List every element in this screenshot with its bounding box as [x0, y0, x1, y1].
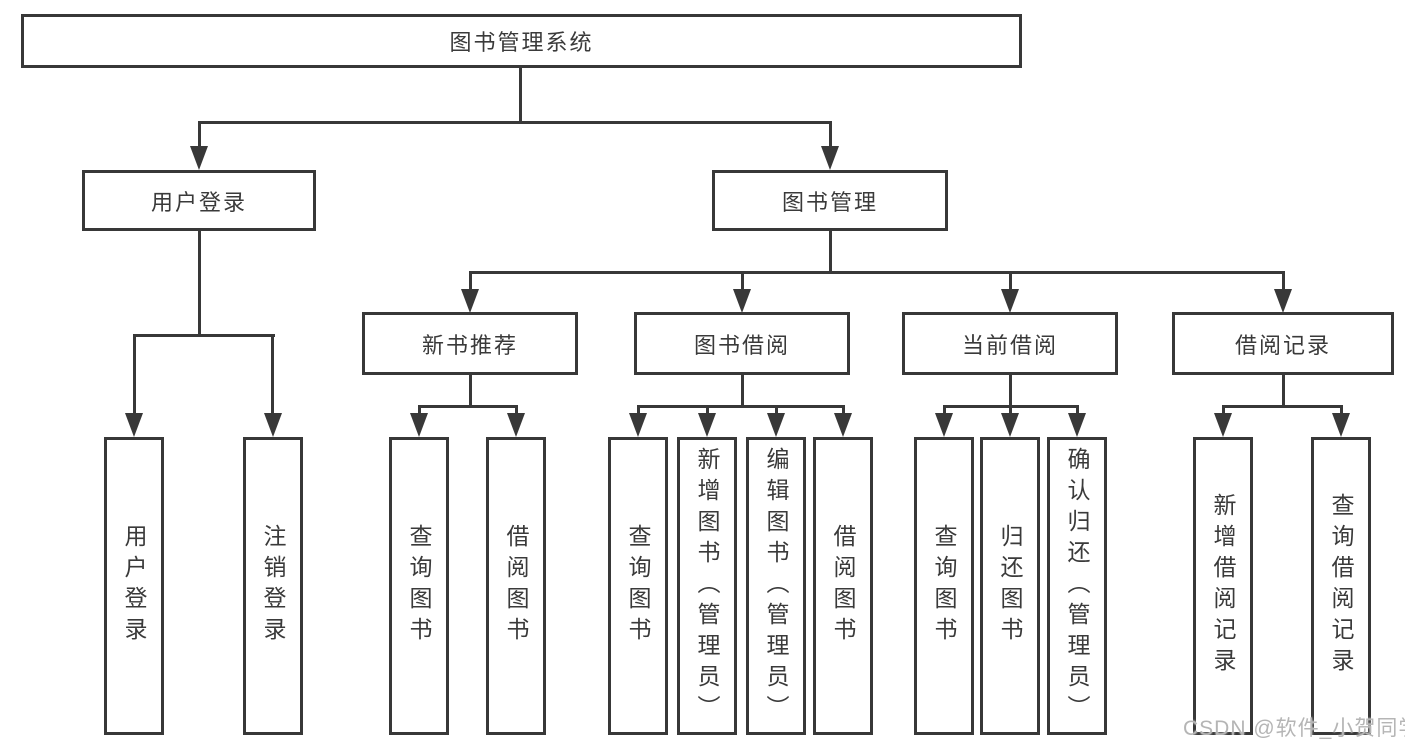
node-book-management: 图书管理 [712, 170, 948, 231]
leaf-label: 借阅图书 [503, 524, 529, 648]
node-new-book-recommendation: 新书推荐 [362, 312, 578, 375]
node-label: 借阅记录 [1234, 332, 1331, 358]
leaf-query-borrow-record: 查询借阅记录 [1311, 437, 1371, 735]
arrowhead-down-icon [507, 413, 525, 437]
leaf-label: 注销登录 [260, 524, 286, 648]
leaf-label: 新增图书（管理员） [694, 446, 720, 726]
node-borrowing-records: 借阅记录 [1172, 312, 1394, 375]
leaf-label: 归还图书 [997, 524, 1023, 648]
arrowhead-down-icon [461, 289, 479, 313]
node-label: 用户登录 [150, 189, 247, 215]
connector-leaf-drop [515, 405, 518, 417]
leaf-add-borrow-record: 新增借阅记录 [1193, 437, 1253, 735]
node-current-borrowing: 当前借阅 [902, 312, 1118, 375]
connector-leaf-drop [1222, 405, 1225, 417]
leaf-borrow-books: 借阅图书 [486, 437, 546, 735]
node-label: 图书借阅 [693, 332, 790, 358]
node-label: 图书管理 [781, 189, 878, 215]
connector-leaf-drop [637, 405, 640, 417]
arrowhead-down-icon [834, 413, 852, 437]
leaf-query-books: 查询图书 [389, 437, 449, 735]
connector-bookmgmt-stem [829, 229, 832, 274]
leaf-logout: 注销登录 [243, 437, 303, 735]
connector-leaf-drop [1340, 405, 1343, 417]
connector-leaf-drop [706, 405, 709, 417]
arrowhead-down-icon [264, 413, 282, 437]
node-library-management-system: 图书管理系统 [21, 14, 1022, 68]
connector-group-hline [637, 405, 845, 408]
leaf-label: 用户登录 [121, 524, 147, 648]
arrowhead-down-icon [821, 146, 839, 170]
connector-leaf-drop [775, 405, 778, 417]
connector-level3-hline [469, 271, 1285, 274]
arrowhead-down-icon [1332, 413, 1350, 437]
leaf-query-books: 查询图书 [608, 437, 668, 735]
connector-level3-drop [1282, 271, 1285, 291]
leaf-query-books: 查询图书 [914, 437, 974, 735]
arrowhead-down-icon [190, 146, 208, 170]
connector-userlogin-hline [133, 334, 275, 337]
leaf-return-books: 归还图书 [980, 437, 1040, 735]
arrowhead-down-icon [733, 289, 751, 313]
leaf-user-login: 用户登录 [104, 437, 164, 735]
leaf-edit-books-admin: 编辑图书（管理员） [746, 437, 806, 735]
node-label: 新书推荐 [421, 332, 518, 358]
connector-leaf-drop [1076, 405, 1079, 417]
arrowhead-down-icon [935, 413, 953, 437]
arrowhead-down-icon [410, 413, 428, 437]
arrowhead-down-icon [125, 413, 143, 437]
connector-leaf-drop [418, 405, 421, 417]
connector-group-hline [418, 405, 518, 408]
connector-level3-drop [1009, 271, 1012, 291]
leaf-label: 新增借阅记录 [1210, 493, 1236, 679]
arrowhead-down-icon [1274, 289, 1292, 313]
arrowhead-down-icon [1214, 413, 1232, 437]
arrowhead-down-icon [1001, 289, 1019, 313]
leaf-label: 查询图书 [406, 524, 432, 648]
leaf-label: 借阅图书 [830, 524, 856, 648]
connector-group-hline [1222, 405, 1343, 408]
connector-group-stem [1282, 373, 1285, 408]
connector-level2-hline [198, 121, 832, 124]
connector-level3-drop [741, 271, 744, 291]
arrowhead-down-icon [698, 413, 716, 437]
leaf-label: 查询图书 [625, 524, 651, 648]
connector-leaf-drop [133, 334, 136, 416]
arrowhead-down-icon [629, 413, 647, 437]
arrowhead-down-icon [1001, 413, 1019, 437]
node-user-login: 用户登录 [82, 170, 316, 231]
node-label: 图书管理系统 [449, 30, 594, 55]
connector-bookmgmt-drop [829, 121, 832, 150]
leaf-borrow-books: 借阅图书 [813, 437, 873, 735]
connector-group-stem [1009, 373, 1012, 408]
connector-root-stem [519, 66, 522, 124]
arrowhead-down-icon [1068, 413, 1086, 437]
leaf-label: 查询借阅记录 [1328, 493, 1354, 679]
connector-leaf-drop [842, 405, 845, 417]
leaf-label: 确认归还（管理员） [1064, 446, 1090, 726]
leaf-add-books-admin: 新增图书（管理员） [677, 437, 737, 735]
connector-level3-drop [469, 271, 472, 291]
arrowhead-down-icon [767, 413, 785, 437]
csdn-watermark: CSDN @软件_小贺同学 [1183, 717, 1405, 740]
leaf-label: 查询图书 [931, 524, 957, 648]
connector-userlogin-drop [198, 121, 201, 150]
node-label: 当前借阅 [961, 332, 1058, 358]
connector-group-stem [469, 373, 472, 408]
connector-userlogin-stem [198, 229, 201, 337]
node-book-borrowing: 图书借阅 [634, 312, 850, 375]
connector-leaf-drop [1009, 405, 1012, 417]
connector-group-stem [741, 373, 744, 408]
leaf-label: 编辑图书（管理员） [763, 446, 789, 726]
connector-leaf-drop [271, 334, 274, 416]
connector-leaf-drop [943, 405, 946, 417]
leaf-confirm-return-admin: 确认归还（管理员） [1047, 437, 1107, 735]
